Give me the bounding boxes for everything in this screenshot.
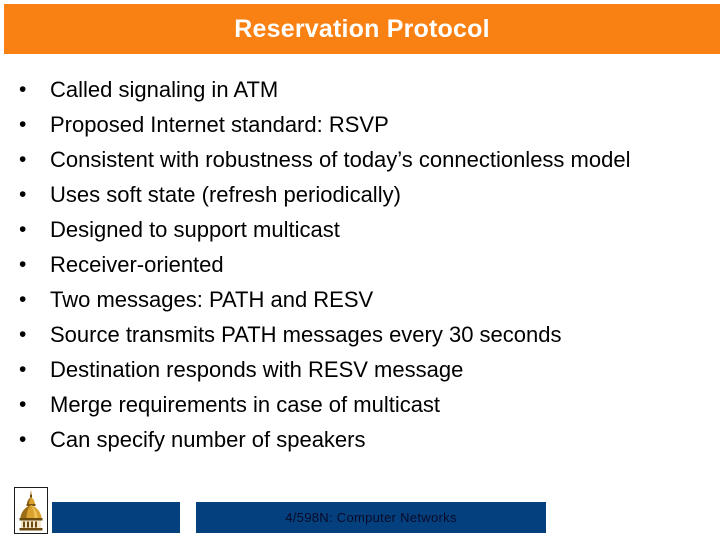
bullet-marker-icon: • xyxy=(19,253,27,276)
bullet-text: Destination responds with RESV message xyxy=(50,357,464,382)
bullet-marker-icon: • xyxy=(19,148,27,171)
footer-course-label: 4/598N: Computer Networks xyxy=(285,510,457,525)
bullet-item: • Called signaling in ATM xyxy=(14,72,714,107)
bullet-text: Receiver-oriented xyxy=(50,252,224,277)
bullet-text: Consistent with robustness of today’s co… xyxy=(50,147,631,172)
bullet-marker-icon: • xyxy=(19,183,27,206)
bullet-item: • Receiver-oriented xyxy=(14,247,714,282)
footer-accent-bar xyxy=(52,502,180,533)
footer-course-bar: 4/598N: Computer Networks xyxy=(196,502,546,533)
bullet-text: Uses soft state (refresh periodically) xyxy=(50,182,401,207)
bullet-marker-icon: • xyxy=(19,393,27,416)
bullet-item: • Proposed Internet standard: RSVP xyxy=(14,107,714,142)
bullet-marker-icon: • xyxy=(19,358,27,381)
bullet-item: • Source transmits PATH messages every 3… xyxy=(14,317,714,352)
bullet-item: • Destination responds with RESV message xyxy=(14,352,714,387)
bullet-text: Source transmits PATH messages every 30 … xyxy=(50,322,562,347)
slide-bullet-list: • Called signaling in ATM • Proposed Int… xyxy=(14,72,714,457)
slide-title: Reservation Protocol xyxy=(234,14,490,43)
bullet-item: • Two messages: PATH and RESV xyxy=(14,282,714,317)
bullet-item: • Designed to support multicast xyxy=(14,212,714,247)
bullet-text: Proposed Internet standard: RSVP xyxy=(50,112,389,137)
bullet-item: • Can specify number of speakers xyxy=(14,422,714,457)
bullet-text: Merge requirements in case of multicast xyxy=(50,392,441,417)
slide-footer: 4/598N: Computer Networks xyxy=(0,484,720,540)
bullet-text: Two messages: PATH and RESV xyxy=(50,287,374,312)
bullet-marker-icon: • xyxy=(19,113,27,136)
bullet-text: Designed to support multicast xyxy=(50,217,340,242)
slide-title-banner: Reservation Protocol xyxy=(4,4,720,54)
bullet-marker-icon: • xyxy=(19,218,27,241)
bullet-item: • Consistent with robustness of today’s … xyxy=(14,142,714,177)
bullet-marker-icon: • xyxy=(19,288,27,311)
bullet-item: • Uses soft state (refresh periodically) xyxy=(14,177,714,212)
bullet-text: Called signaling in ATM xyxy=(50,77,279,102)
bullet-marker-icon: • xyxy=(19,78,27,101)
bullet-text: Can specify number of speakers xyxy=(50,427,366,452)
bullet-marker-icon: • xyxy=(19,428,27,451)
bullet-marker-icon: • xyxy=(19,323,27,346)
domed-building-icon xyxy=(14,487,48,534)
bullet-item: • Merge requirements in case of multicas… xyxy=(14,387,714,422)
